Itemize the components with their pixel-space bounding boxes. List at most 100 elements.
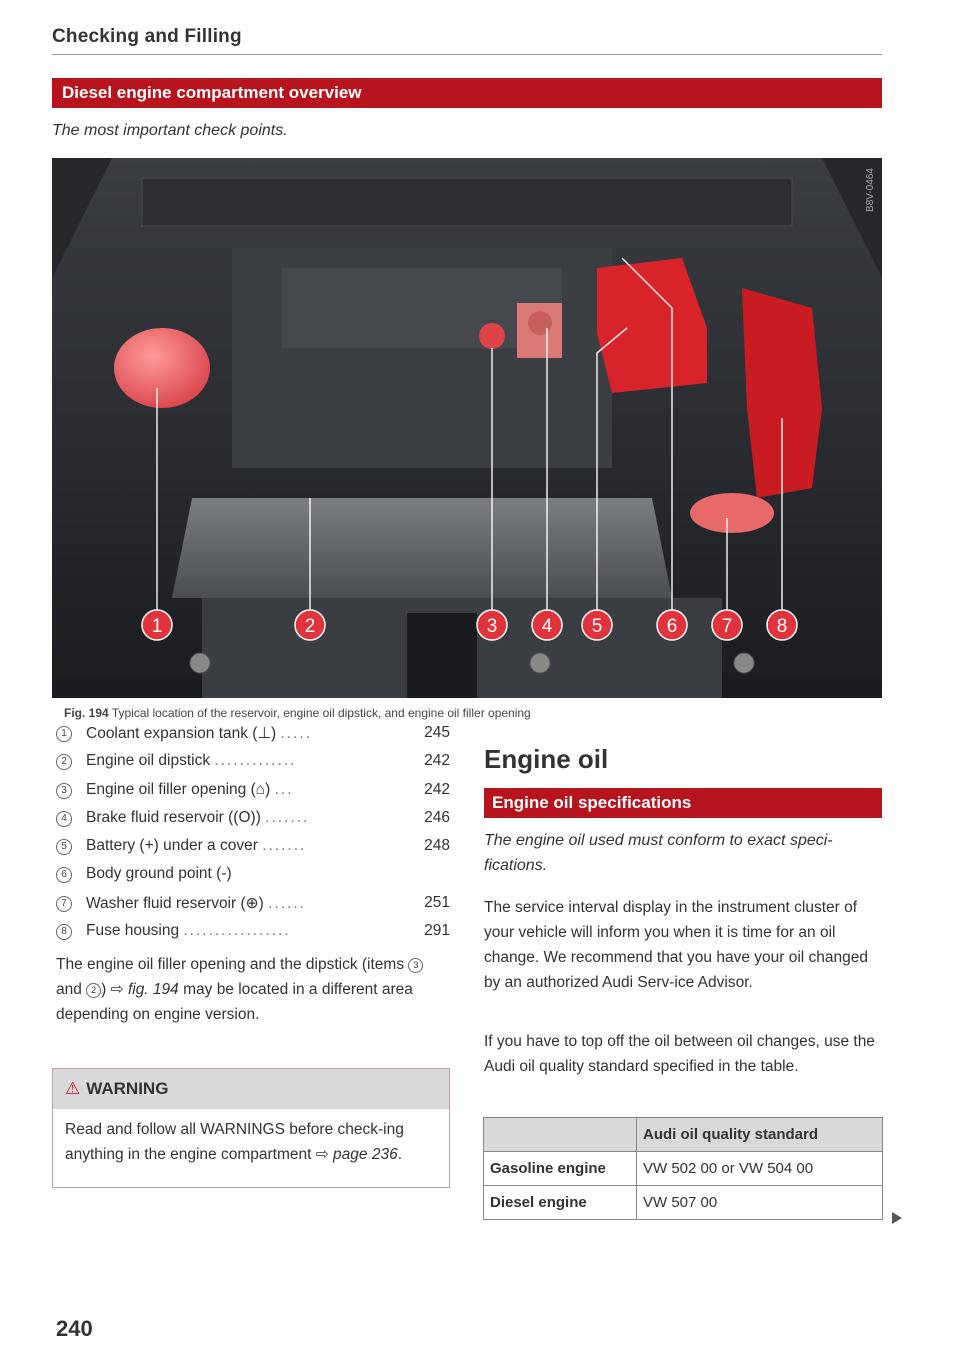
note-text: ) ⇨ bbox=[101, 981, 128, 998]
list-item: 1 Coolant expansion tank (⊥) ..... 245 bbox=[56, 720, 456, 748]
svg-text:2: 2 bbox=[305, 616, 316, 637]
engine-oil-heading: Engine oil bbox=[484, 744, 609, 774]
item-dots: ............. bbox=[214, 752, 297, 770]
item-page[interactable]: 242 bbox=[424, 752, 450, 770]
brake-icon: (O) bbox=[233, 808, 256, 826]
page-header: Checking and Filling bbox=[52, 26, 242, 47]
list-item: 4 Brake fluid reservoir ((O)) ....... 24… bbox=[56, 805, 456, 833]
item-dots: ................. bbox=[183, 922, 291, 940]
svg-text:4: 4 bbox=[542, 616, 553, 637]
list-item: 8 Fuse housing ................. 291 bbox=[56, 918, 456, 946]
item-number: 4 bbox=[56, 810, 72, 827]
callout-4: 4 bbox=[531, 609, 563, 641]
washer-icon: ⊕ bbox=[245, 894, 259, 912]
warning-text: Read and follow all WARNINGS before chec… bbox=[65, 1121, 404, 1163]
engine-oil-paragraph-1: The service interval display in the inst… bbox=[484, 899, 869, 991]
item-page[interactable]: 248 bbox=[424, 837, 450, 855]
item-page[interactable]: 291 bbox=[424, 922, 450, 940]
coolant-icon: ⊥ bbox=[257, 725, 271, 742]
warning-title: WARNING bbox=[86, 1079, 169, 1098]
svg-text:3: 3 bbox=[487, 616, 498, 637]
item-number: 7 bbox=[56, 895, 72, 912]
svg-text:5: 5 bbox=[592, 616, 603, 637]
engine-oil-section-title: Engine oil specifications bbox=[484, 788, 882, 818]
table-header: Audi oil quality standard bbox=[636, 1117, 883, 1152]
item-number: 6 bbox=[56, 867, 72, 884]
item-label: Coolant expansion tank ( bbox=[86, 725, 258, 742]
page-link[interactable]: ⇨ page 236 bbox=[315, 1146, 398, 1163]
item-number: 8 bbox=[56, 924, 72, 941]
item-number: 1 bbox=[56, 726, 72, 742]
callout-2: 2 bbox=[294, 609, 326, 641]
item-number: 3 bbox=[56, 782, 72, 799]
item-page[interactable]: 251 bbox=[424, 893, 450, 911]
item-dots: ..... bbox=[280, 725, 313, 742]
note-text: may be located in a different area depen… bbox=[56, 981, 413, 1023]
table-header-row: Audi oil quality standard bbox=[483, 1117, 883, 1152]
callout-7: 7 bbox=[711, 609, 743, 641]
checkpoint-list: 1 Coolant expansion tank (⊥) ..... 245 2… bbox=[56, 720, 456, 946]
figure-caption-label: Fig. 194 bbox=[64, 706, 109, 720]
svg-text:8: 8 bbox=[777, 616, 788, 637]
item-close: ) bbox=[265, 780, 271, 798]
engine-compartment-figure: 1 2 3 4 5 6 7 8 B8V-0464 bbox=[52, 158, 882, 698]
list-item: 2 Engine oil dipstick ............. 242 bbox=[56, 748, 456, 776]
note-text: The engine oil filler opening and the di… bbox=[56, 956, 409, 973]
item-ref: 2 bbox=[86, 983, 102, 998]
item-label: Battery (+) under a cover bbox=[86, 837, 258, 855]
location-note: The engine oil filler opening and the di… bbox=[56, 952, 451, 1027]
engine-oil-paragraph-2: If you have to top off the oil between o… bbox=[484, 1033, 875, 1075]
item-dots: ... bbox=[274, 780, 294, 798]
figure-caption-text: Typical location of the reservoir, engin… bbox=[111, 706, 531, 720]
item-dots: ...... bbox=[268, 894, 306, 912]
svg-text:7: 7 bbox=[722, 616, 733, 637]
warning-body: Read and follow all WARNINGS before chec… bbox=[53, 1109, 449, 1175]
continue-arrow-icon bbox=[892, 1212, 902, 1224]
header-rule bbox=[52, 54, 882, 55]
figure-callouts: 1 2 3 4 5 6 7 8 bbox=[141, 609, 798, 641]
warning-triangle-icon: ⚠ bbox=[65, 1079, 81, 1098]
callout-8: 8 bbox=[766, 609, 798, 641]
item-page[interactable]: 246 bbox=[424, 808, 450, 826]
item-close: ) bbox=[255, 808, 261, 826]
item-number: 2 bbox=[56, 754, 72, 771]
engine-oil-intro: The engine oil used must conform to exac… bbox=[484, 832, 833, 874]
list-item: 3 Engine oil filler opening (⌂) ... 242 bbox=[56, 777, 456, 805]
callout-3: 3 bbox=[476, 609, 508, 641]
page-number: 240 bbox=[56, 1316, 93, 1341]
item-label: Engine oil filler opening ( bbox=[86, 780, 256, 798]
figure-link[interactable]: fig. 194 bbox=[127, 981, 179, 998]
item-close: ) bbox=[270, 725, 277, 742]
item-label: Engine oil dipstick bbox=[86, 752, 211, 770]
section-subtitle: The most important check points. bbox=[52, 122, 288, 139]
svg-text:1: 1 bbox=[152, 616, 163, 637]
figure-caption: Fig. 194 Typical location of the reservo… bbox=[64, 706, 531, 720]
item-label: Washer fluid reservoir ( bbox=[86, 894, 246, 912]
table-row-label: Gasoline engine bbox=[483, 1151, 637, 1186]
item-close: ) bbox=[258, 894, 264, 912]
item-label: Brake fluid reservoir ( bbox=[86, 808, 234, 826]
list-item: 6 Body ground point (-) bbox=[56, 861, 456, 889]
warning-end: . bbox=[397, 1146, 403, 1163]
item-label: Fuse housing bbox=[86, 922, 180, 940]
note-text: and bbox=[56, 981, 87, 998]
warning-box: ⚠ WARNING Read and follow all WARNINGS be… bbox=[52, 1068, 450, 1188]
item-label: Body ground point (-) bbox=[86, 865, 232, 883]
table-row-label: Diesel engine bbox=[483, 1185, 637, 1220]
item-page[interactable]: 242 bbox=[424, 780, 450, 798]
oil-can-icon: ⌂ bbox=[255, 780, 266, 798]
item-page[interactable]: 245 bbox=[424, 724, 450, 741]
table-row: Gasoline engine VW 502 00 or VW 504 00 bbox=[483, 1151, 883, 1186]
table-row: Diesel engine VW 507 00 bbox=[483, 1185, 883, 1220]
warning-header: ⚠ WARNING bbox=[53, 1069, 449, 1109]
table-cell: VW 507 00 bbox=[636, 1185, 883, 1220]
item-dots: ....... bbox=[265, 808, 310, 826]
table-cell: VW 502 00 or VW 504 00 bbox=[636, 1151, 883, 1186]
callout-6: 6 bbox=[656, 609, 688, 641]
oil-standard-table: Audi oil quality standard Gasoline engin… bbox=[483, 1117, 883, 1220]
section-title: Diesel engine compartment overview bbox=[52, 78, 882, 108]
figure-code: B8V-0464 bbox=[865, 168, 876, 212]
table-empty-header bbox=[483, 1117, 637, 1152]
list-item: 7 Washer fluid reservoir (⊕) ...... 251 bbox=[56, 890, 456, 918]
svg-text:6: 6 bbox=[667, 616, 678, 637]
